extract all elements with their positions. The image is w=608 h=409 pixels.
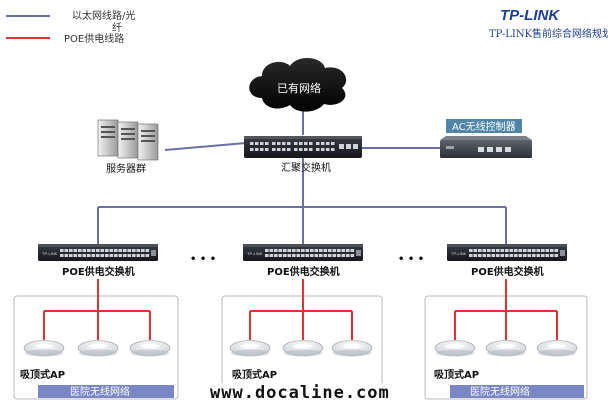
zone-label: 医院无线网络 xyxy=(470,385,530,398)
link-server-core xyxy=(164,142,247,151)
core-switch-icon xyxy=(244,136,362,158)
ac-controller: AC无线控制器 xyxy=(440,119,532,158)
zone-middle: 吸顶式AP xyxy=(221,279,383,400)
ap-label: 吸顶式AP xyxy=(20,368,65,381)
poe-links xyxy=(249,279,353,340)
ceiling-ap-icon xyxy=(536,340,578,357)
watermark: www.docaline.com xyxy=(206,383,390,403)
server-icon xyxy=(97,119,159,161)
poe-switch-icon xyxy=(38,244,158,261)
zone-right: 吸顶式AP 医院无线网络 xyxy=(424,279,588,400)
poe-switch-label: POE供电交换机 xyxy=(62,265,135,278)
ceiling-ap-icon xyxy=(331,340,373,357)
ac-controller-icon xyxy=(440,136,532,158)
zone-left: 吸顶式AP 医院无线网络 xyxy=(13,279,179,400)
poe-switch-label: POE供电交换机 xyxy=(471,265,544,278)
ac-controller-label-bg xyxy=(446,119,522,133)
legend-poe-label: POE供电线路 xyxy=(64,32,124,45)
poe-switch-left: POE供电交换机 xyxy=(38,244,158,278)
core-switch-label: 汇聚交换机 xyxy=(281,161,331,174)
brand-subtitle: TP-LINK售前综合网络规划 xyxy=(489,27,608,40)
ceiling-ap-icon xyxy=(282,340,324,357)
poe-switch-middle: POE供电交换机 xyxy=(243,244,363,278)
ceiling-ap-icon xyxy=(434,340,476,357)
ceiling-ap-icon xyxy=(23,340,65,357)
ceiling-ap-icon xyxy=(229,340,271,357)
poe-switch-icon xyxy=(243,244,363,261)
ac-controller-label: AC无线控制器 xyxy=(452,120,516,133)
existing-network-cloud: 已有网络 xyxy=(249,57,347,112)
poe-switch-icon xyxy=(447,244,567,261)
ceiling-ap-icon xyxy=(129,340,171,357)
ceiling-ap-icon xyxy=(77,340,119,357)
legend-ethernet-label-cont: 纤 xyxy=(112,21,122,34)
ethernet-links xyxy=(97,110,507,244)
ceiling-ap-icon xyxy=(485,340,527,357)
legend-ethernet-label: 以太网线路/光 xyxy=(72,9,135,22)
zone-label-bg xyxy=(450,385,584,398)
poe-switch-label: POE供电交换机 xyxy=(267,265,340,278)
ap-label: 吸顶式AP xyxy=(434,368,479,381)
poe-links xyxy=(454,279,558,340)
ellipsis-right: • • • xyxy=(398,254,424,265)
server-cluster: 服务器群 xyxy=(97,119,159,175)
watermark-text: www.docaline.com xyxy=(210,383,390,403)
legend: 以太网线路/光 纤 POE供电线路 xyxy=(6,9,135,45)
zone-label: 医院无线网络 xyxy=(70,385,130,398)
existing-network-label: 已有网络 xyxy=(277,81,321,95)
brand: TP-LINK TP-LINK售前综合网络规划 xyxy=(489,7,608,40)
zone-label-bg xyxy=(38,385,174,398)
core-switch: 汇聚交换机 xyxy=(244,136,362,174)
cloud-icon xyxy=(249,57,347,112)
server-cluster-label: 服务器群 xyxy=(106,162,146,175)
poe-links xyxy=(43,279,151,340)
tp-link-logo: TP-LINK xyxy=(500,7,560,24)
poe-switch-right: POE供电交换机 xyxy=(447,244,567,278)
ap-label: 吸顶式AP xyxy=(232,368,277,381)
ellipsis-left: • • • xyxy=(190,254,216,265)
